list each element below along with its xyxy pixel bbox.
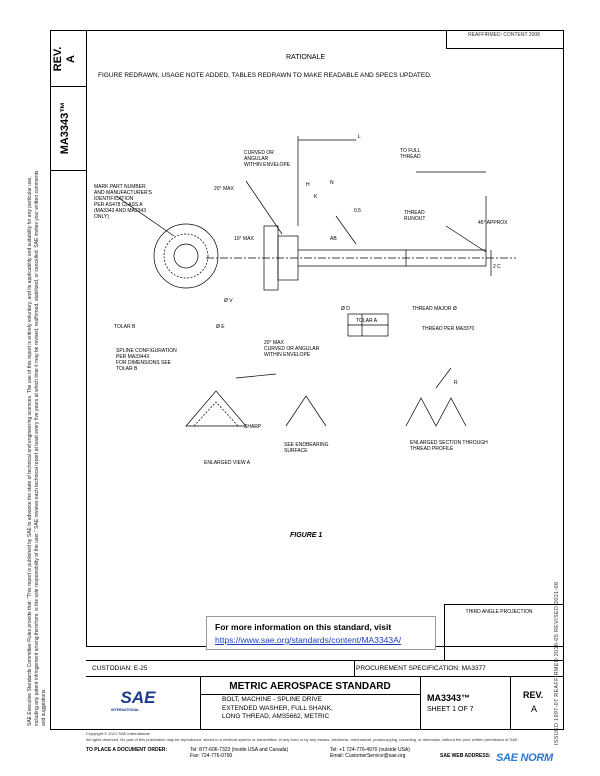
label-20max: 20° MAX: [214, 186, 234, 192]
procurement-divider: [354, 660, 355, 676]
side-rev-value: A: [65, 55, 77, 63]
leader-mark: [115, 195, 175, 237]
label-05: 0.5: [354, 208, 361, 214]
order-tel: Tel: 877-606-7323 (inside USA and Canada…: [190, 747, 289, 753]
label-10max: 10° MAX: [234, 236, 254, 242]
head-inner-circle: [163, 233, 209, 279]
leader-profile: [435, 367, 452, 389]
page-frame: [50, 30, 564, 730]
leader-runout: [335, 215, 357, 245]
projection-top: [444, 604, 564, 605]
leader-20max: [235, 373, 277, 379]
web-address: SAE WEB ADDRESS:: [440, 753, 491, 759]
label-od: Ø D: [341, 306, 350, 312]
thread-profile: [405, 397, 467, 427]
side-doc-number: MA3343™: [59, 101, 71, 155]
info-box: For more information on this standard, v…: [206, 616, 436, 650]
custodian-top-rule: [86, 660, 564, 661]
order-email: Email: CustomerService@sae.org: [330, 753, 406, 759]
order-tel2: Tel: +1 724-776-4970 (outside USA): [330, 747, 410, 753]
figure-caption: FIGURE 1: [290, 532, 323, 539]
order-contact: Tel: +1 724-776-4970 (outside USA) Email…: [330, 747, 410, 759]
side-rev-label: REV.: [52, 46, 64, 72]
label-tolar-a: TOLAR A: [356, 318, 378, 324]
doc-divider: [50, 170, 86, 171]
label-l: L: [358, 134, 361, 140]
third-angle-label: THIRD ANGLE PROJECTION: [465, 609, 533, 615]
reaffirm-side: [446, 30, 447, 48]
side-rev: REV. A: [52, 39, 82, 79]
reaffirmed-note: REAFFIRMED: CONTENT 2008: [468, 32, 540, 38]
label-2c: 2 C: [493, 264, 501, 270]
info-title: For more information on this standard, v…: [215, 622, 392, 632]
label-tolar-b: TOLAR B: [114, 324, 136, 330]
order-fax: Fax: 724-776-0790: [190, 753, 233, 759]
order-phones: Tel: 877-606-7323 (inside USA and Canada…: [190, 747, 288, 759]
spline-circle: [173, 243, 199, 269]
projection-left: [444, 604, 445, 660]
docnum-divider: [420, 676, 421, 730]
label-thread-major: THREAD MAJOR Ø: [412, 306, 457, 312]
order-block: TO PLACE A DOCUMENT ORDER:: [86, 747, 167, 753]
sae-logo: SAE: [121, 688, 157, 707]
part-description: BOLT, MACHINE - SPLINE DRIVE EXTENDED WA…: [222, 696, 412, 722]
label-r: R: [454, 380, 458, 386]
logo-divider: [200, 676, 201, 730]
title-top-rule: [86, 676, 564, 677]
legal-notice: SAE Executive Standards Committee Rules …: [27, 170, 47, 726]
label-k: K: [314, 194, 318, 200]
rev-divider-block: [510, 676, 511, 730]
sheet-number: SHEET 1 OF 7: [427, 706, 474, 713]
title-rev-value: A: [531, 704, 538, 714]
label-45: 45° APPROX: [478, 220, 508, 226]
label-n: N: [330, 180, 334, 186]
sae-international: INTERNATIONAL: [111, 708, 140, 712]
enlarged-view-a: [185, 390, 247, 427]
title-doc-number: MA3343™: [427, 693, 471, 703]
left-column-rule: [86, 30, 87, 646]
label-ab: AB: [330, 236, 337, 242]
label-sharp: SHARP: [244, 424, 262, 430]
standard-link[interactable]: https://www.sae.org/standards/content/MA…: [215, 635, 402, 645]
order-title: TO PLACE A DOCUMENT ORDER:: [86, 747, 168, 753]
part-description-text: BOLT, MACHINE - SPLINE DRIVE EXTENDED WA…: [222, 696, 333, 720]
standard-title: METRIC AEROSPACE STANDARD: [229, 681, 391, 692]
label-h: H: [306, 182, 310, 188]
copyright: Copyright © 2021 SAE International All r…: [86, 731, 519, 742]
label-enlarged: ENLARGED VIEW A: [204, 460, 251, 466]
head-outer-circle: [153, 223, 219, 289]
rationale-text: FIGURE REDRAWN, USAGE NOTE ADDED, TABLES…: [98, 72, 432, 79]
procurement-spec: PROCUREMENT SPECIFICATION: MA3377: [356, 665, 486, 672]
leader-curved: [245, 180, 283, 235]
custodian: CUSTODIAN: E-25: [92, 665, 148, 672]
watermark: SAE NORM: [496, 752, 553, 764]
label-oe: Ø E: [216, 324, 225, 330]
label-ov: Ø V: [224, 298, 233, 304]
rationale-heading: RATIONALE: [286, 54, 326, 61]
rev-divider: [50, 86, 86, 87]
label-thread-per: THREAD PER MA3370: [422, 326, 474, 332]
bearing-surface: [285, 395, 327, 427]
svg-text:SAE: SAE: [121, 688, 157, 707]
title-rev-label: REV.: [523, 690, 544, 700]
leader-45: [445, 225, 487, 253]
title-underline: [200, 694, 420, 695]
reaffirm-rule: [446, 48, 564, 49]
